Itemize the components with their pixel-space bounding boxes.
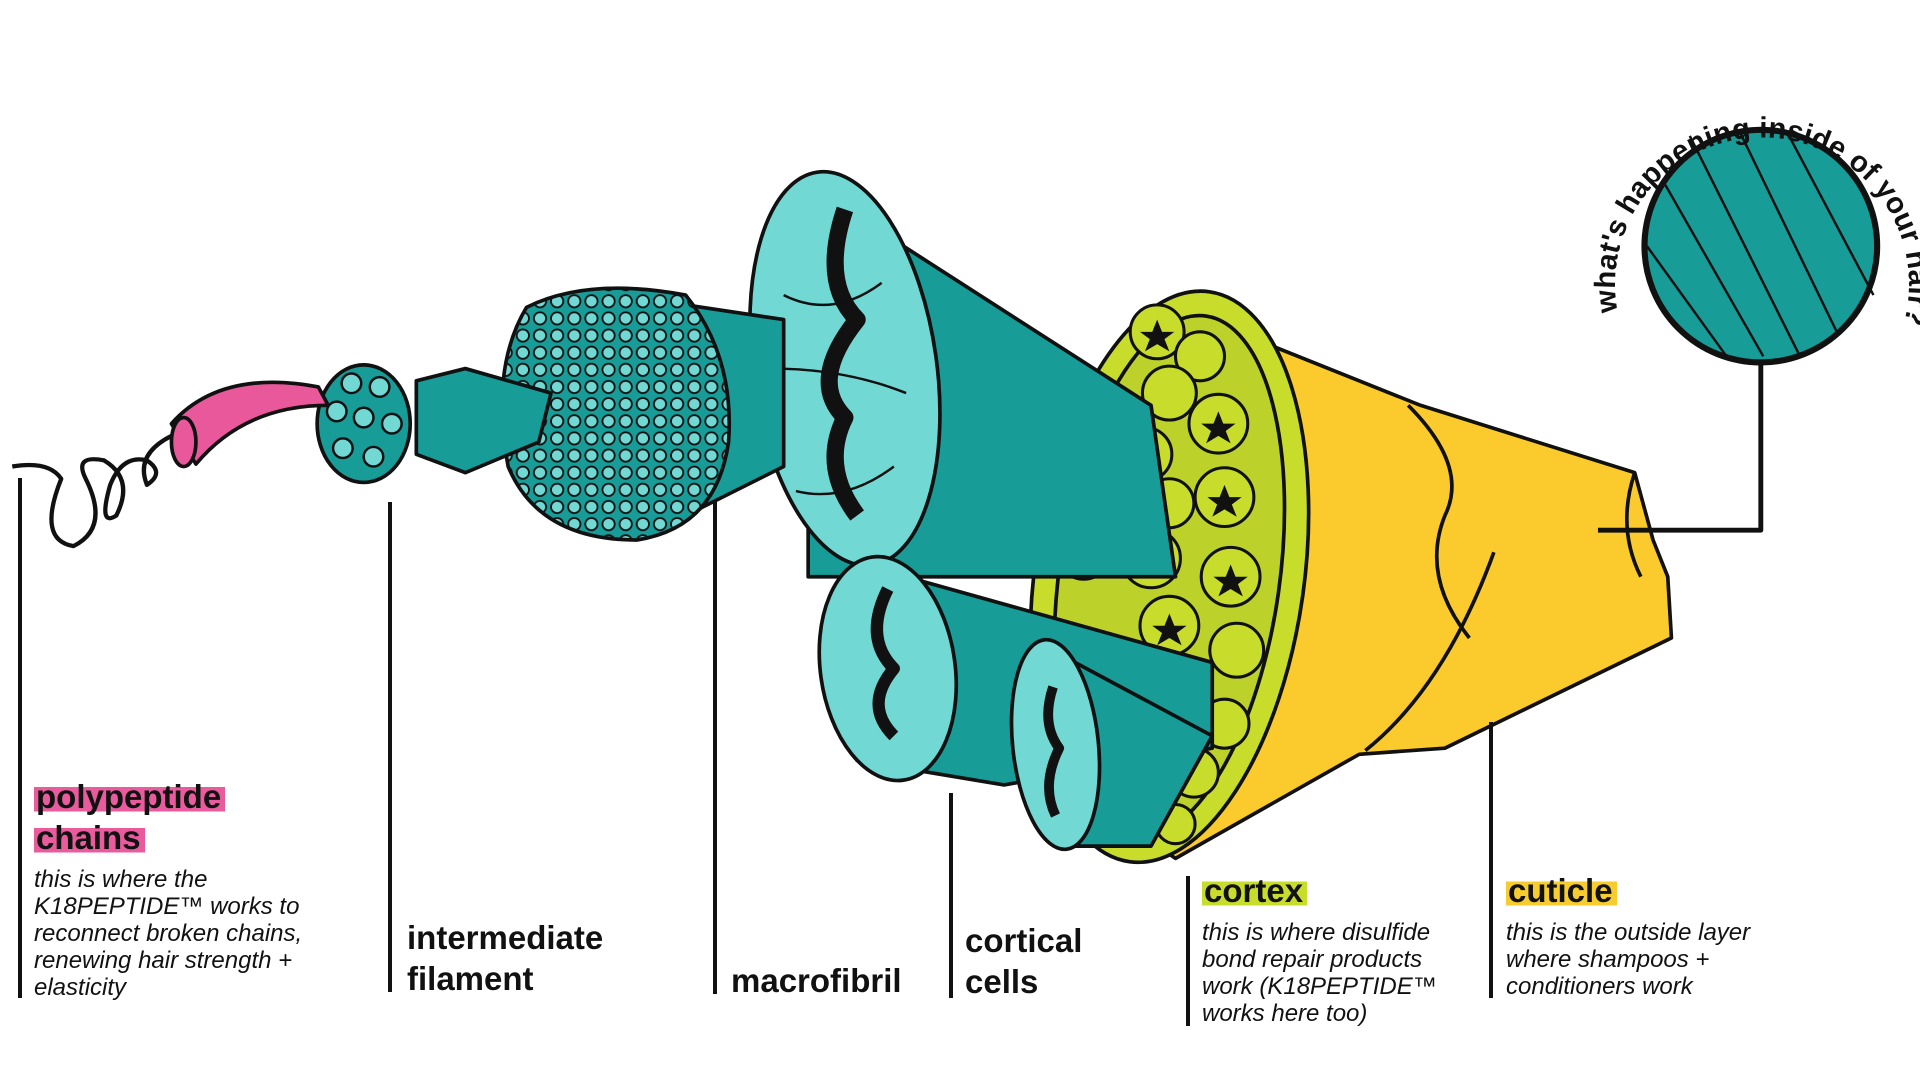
cuticle-description: this is the outside layer where shampoos… <box>1506 919 1751 1000</box>
intermediate-title-line1: intermediate <box>407 919 604 956</box>
leader-line-macrofibril <box>713 502 717 994</box>
cuticle-title: cuticle <box>1506 872 1617 909</box>
cortex-title: cortex <box>1202 872 1308 909</box>
leader-line-intermediate <box>388 502 392 992</box>
polypeptide-title-line1: polypeptide <box>34 778 226 815</box>
label-intermediate-filament: intermediate filament <box>407 917 603 999</box>
polypeptide-title-line2: chains <box>34 819 145 856</box>
leader-line-cuticle <box>1489 722 1493 998</box>
polypeptide-spiral <box>11 434 173 549</box>
polypeptide-description: this is where the K18PEPTIDE™ works to r… <box>34 866 303 1001</box>
intermediate-title-line2: filament <box>407 960 534 997</box>
cortical-title-line1: cortical <box>965 922 1083 959</box>
label-macrofibril: macrofibril <box>731 960 902 1001</box>
leader-line-cortex <box>1186 876 1190 1026</box>
leader-line-polypeptide <box>18 478 22 998</box>
macrofibril-title: macrofibril <box>731 962 902 999</box>
polypeptide-tube <box>169 380 330 466</box>
label-cuticle: cuticle this is the outside layer where … <box>1506 870 1796 1000</box>
label-cortical-cells: cortical cells <box>965 920 1082 1002</box>
cortex-description: this is where disulfide bond repair prod… <box>1202 919 1437 1027</box>
label-cortex: cortex this is where disulfide bond repa… <box>1202 870 1467 1027</box>
leader-line-cortical <box>949 793 953 998</box>
label-polypeptide-chains: polypeptide chains this is where the K18… <box>34 776 354 1001</box>
cortical-title-line2: cells <box>965 963 1039 1000</box>
